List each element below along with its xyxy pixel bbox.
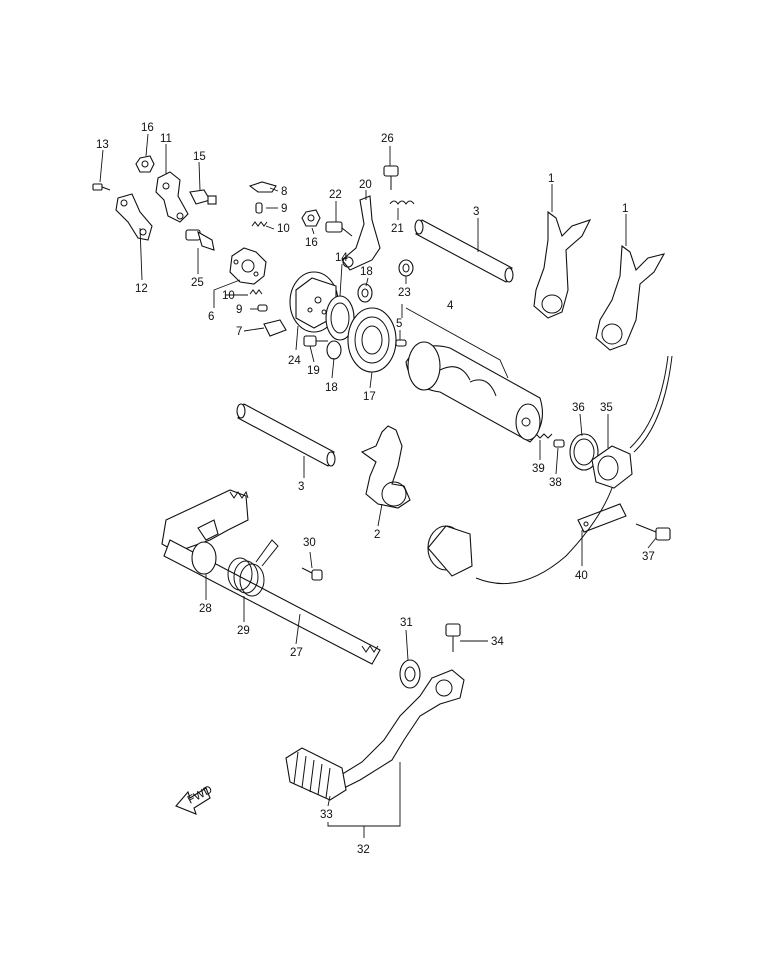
label-21: 21 — [391, 223, 404, 235]
label-17: 17 — [363, 391, 376, 403]
part-12-plate — [115, 193, 153, 241]
leader-lines — [99, 133, 657, 838]
label-2: 2 — [374, 529, 380, 541]
part-34-bolt — [445, 623, 461, 652]
part-11-plate — [155, 171, 189, 223]
label-38: 38 — [549, 477, 562, 489]
part-10-spring-lower — [249, 289, 263, 295]
label-9: 9 — [281, 203, 287, 215]
label-33: 33 — [320, 809, 333, 821]
part-26-bolt — [383, 165, 399, 177]
label-3-upper: 3 — [473, 206, 479, 218]
part-1-fork-left — [533, 210, 592, 319]
label-1-left: 1 — [548, 173, 554, 185]
label-5: 5 — [396, 318, 402, 330]
connector — [427, 525, 473, 577]
label-8: 8 — [281, 186, 287, 198]
part-19-bolt — [303, 335, 328, 347]
part-7-stopper — [263, 319, 287, 337]
part-9-pin — [255, 202, 263, 214]
label-28: 28 — [199, 603, 212, 615]
label-37: 37 — [642, 551, 655, 563]
label-18-lower: 18 — [325, 382, 338, 394]
part-33-pedal-rubber — [285, 747, 347, 801]
label-27: 27 — [290, 647, 303, 659]
label-30: 30 — [303, 537, 316, 549]
label-3-lower: 3 — [298, 481, 304, 493]
label-26: 26 — [381, 133, 394, 145]
label-35: 35 — [600, 402, 613, 414]
fwd-arrow-icon: FWD — [175, 784, 215, 815]
label-34: 34 — [491, 636, 504, 648]
part-9-pin-lower — [257, 304, 268, 312]
label-19: 19 — [307, 365, 320, 377]
label-32: 32 — [357, 844, 370, 856]
part-16-nut — [135, 155, 155, 173]
label-15: 15 — [193, 151, 206, 163]
label-10: 10 — [277, 223, 290, 235]
label-7: 7 — [236, 326, 242, 338]
part-39-spring — [535, 433, 553, 439]
part-1-fork-right — [595, 244, 666, 351]
label-31: 31 — [400, 617, 413, 629]
part-30-bolt — [301, 567, 323, 581]
part-29-spring — [227, 539, 279, 597]
label-25: 25 — [191, 277, 204, 289]
label-40: 40 — [575, 570, 588, 582]
part-22-bolt — [325, 221, 353, 237]
label-6: 6 — [208, 311, 214, 323]
label-23: 23 — [398, 287, 411, 299]
part-labels: 13 16 11 15 12 25 8 9 10 10 9 7 6 16 22 … — [96, 122, 655, 856]
label-22: 22 — [329, 189, 342, 201]
label-18: 18 — [360, 266, 373, 278]
label-4: 4 — [447, 300, 454, 312]
part-16-nut-middle — [301, 209, 321, 227]
part-37-bolt — [635, 523, 671, 541]
part-8-stopper — [248, 181, 277, 193]
part-23-washer — [398, 259, 414, 277]
label-11: 11 — [160, 133, 172, 145]
part-3-shaft-lower — [236, 403, 336, 467]
part-28-collar — [191, 541, 217, 575]
label-16-middle: 16 — [305, 237, 318, 249]
label-29: 29 — [237, 625, 250, 637]
part-21-spring — [389, 200, 415, 205]
label-36: 36 — [572, 402, 585, 414]
part-18-washer — [357, 283, 373, 303]
part-20-arm — [341, 195, 381, 271]
part-18-washer-lower — [326, 340, 342, 360]
part-5-pin — [395, 339, 407, 347]
label-39: 39 — [532, 463, 545, 475]
part-4-shift-drum — [405, 341, 543, 443]
part-35-gear-switch — [591, 355, 673, 489]
part-31-oil-seal — [399, 659, 421, 689]
part-25-pin — [185, 229, 215, 251]
label-13: 13 — [96, 139, 109, 151]
label-12: 12 — [135, 283, 148, 295]
label-10-lower: 10 — [222, 290, 235, 302]
part-17-bearing — [347, 307, 397, 373]
label-9-lower: 9 — [236, 304, 242, 316]
label-14: 14 — [335, 252, 348, 264]
part-10-spring — [251, 221, 268, 227]
label-16: 16 — [141, 122, 154, 134]
label-1-right: 1 — [622, 203, 628, 215]
part-38-pin — [553, 439, 565, 448]
label-24: 24 — [288, 355, 301, 367]
label-20: 20 — [359, 179, 372, 191]
part-40-bracket — [577, 503, 627, 533]
switch-cable — [475, 487, 613, 585]
part-32-gearshift-lever — [335, 669, 465, 791]
part-13-bolt — [92, 183, 111, 191]
part-6-star-cam — [229, 247, 267, 285]
part-27-shift-shaft — [161, 489, 381, 665]
part-3-shaft-upper — [414, 219, 514, 283]
part-2-fork — [360, 425, 411, 509]
part-15-bolt — [189, 189, 217, 205]
